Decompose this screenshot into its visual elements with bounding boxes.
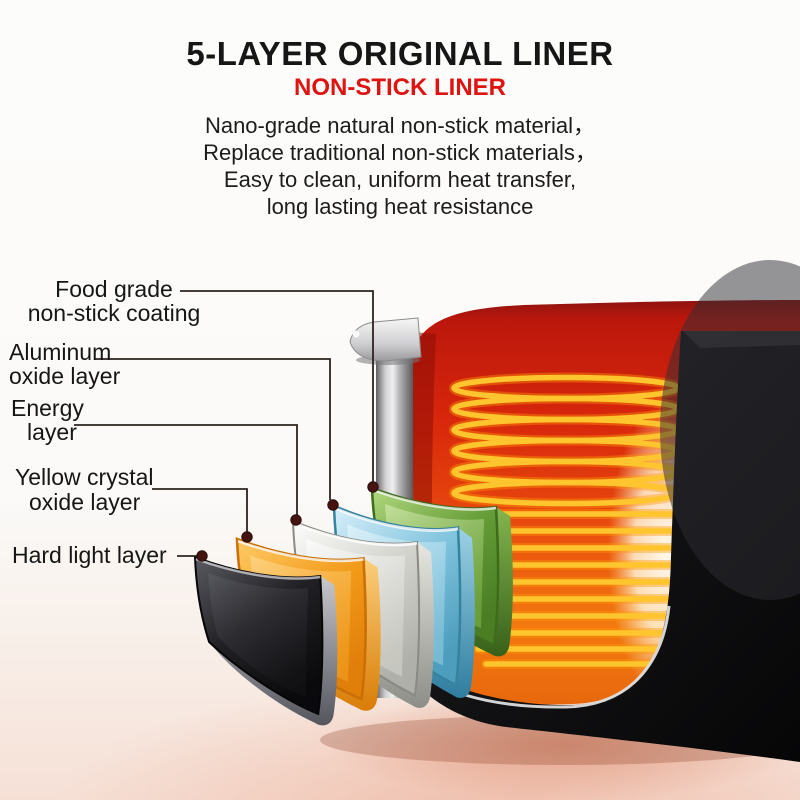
label-line: oxide layer [29, 489, 141, 515]
description-line: long lasting heat resistance [266, 194, 534, 219]
label-line: Yellow crystal [15, 464, 154, 490]
label-food-grade-coating: Food grade non-stick coating [18, 277, 210, 325]
label-line: Energy [11, 395, 84, 421]
label-line: oxide layer [9, 363, 121, 389]
layer-sheet-hard-light-black [193, 555, 338, 726]
leader-food-grade [180, 290, 374, 482]
inner-pot [394, 260, 800, 762]
description-line: Replace traditional non-stick materials， [203, 140, 597, 165]
description-line: Easy to clean, uniform heat transfer, [223, 167, 577, 192]
dot-yellow-crystal [241, 531, 253, 543]
leader-lines [74, 290, 374, 557]
leader-yellow-crystal [152, 488, 248, 532]
label-aluminum-oxide-layer: Aluminum oxide layer [9, 340, 120, 388]
page-subtitle: NON-STICK LINER [294, 74, 506, 101]
dot-aluminum [327, 499, 339, 511]
dot-food-grade [367, 481, 379, 493]
page-title: 5-LAYER ORIGINAL LINER [186, 35, 614, 72]
leader-energy [74, 424, 298, 515]
label-energy-layer: Energy layer [11, 396, 84, 444]
label-yellow-crystal-oxide-layer: Yellow crystal oxide layer [15, 465, 153, 515]
leader-dots [196, 481, 379, 562]
product-description: Nano-grade natural non-stick material， R… [0, 112, 800, 220]
label-line: Hard light layer [12, 542, 167, 568]
label-hard-light-layer: Hard light layer [12, 543, 167, 567]
leader-aluminum [95, 358, 331, 500]
dot-energy [290, 514, 302, 526]
label-line: Food grade [55, 276, 173, 302]
dot-hard-light [196, 550, 208, 562]
label-line: non-stick coating [27, 300, 201, 326]
label-line: layer [27, 419, 77, 445]
description-line: Nano-grade natural non-stick material， [204, 113, 596, 138]
label-line: Aluminum [9, 339, 112, 365]
